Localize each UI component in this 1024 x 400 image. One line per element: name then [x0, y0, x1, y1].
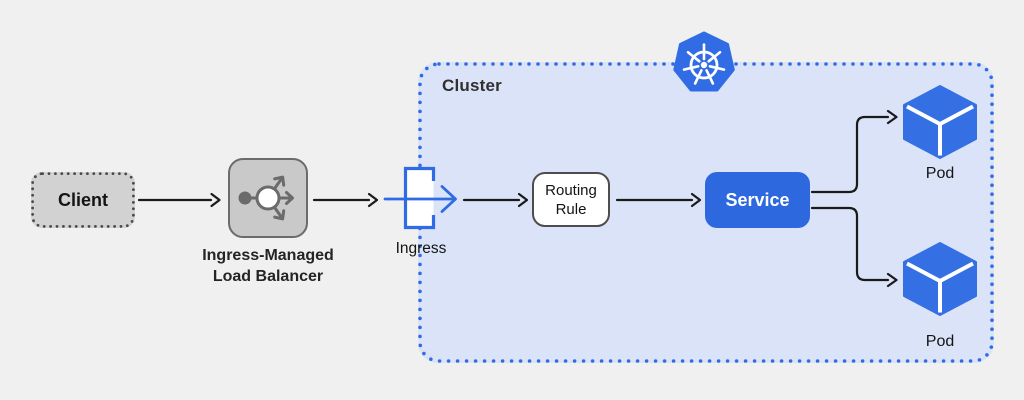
- routing-rule-label-line1: Routing: [545, 181, 597, 199]
- arrow-client-to-lb: [137, 192, 221, 208]
- service-node: Service: [705, 172, 810, 228]
- pod-bottom-label: Pod: [925, 333, 955, 350]
- client-dotted-border: [31, 172, 135, 228]
- service-label: Service: [725, 189, 790, 210]
- ingress-label: Ingress: [395, 240, 447, 257]
- pod-top-label: Pod: [925, 165, 955, 182]
- client-node: Client: [31, 172, 135, 228]
- load-balancer-icon: [238, 175, 294, 221]
- load-balancer-label-line2: Load Balancer: [212, 268, 324, 285]
- load-balancer-node: [228, 158, 308, 238]
- arrow-lb-to-ingress: [312, 192, 379, 208]
- client-label: Client: [57, 189, 108, 210]
- load-balancer-label: Ingress-Managed Load Balancer: [168, 245, 368, 287]
- cluster-label: Cluster: [442, 76, 502, 95]
- load-balancer-label-line1: Ingress-Managed: [202, 247, 334, 264]
- routing-rule-label-line2: Rule: [555, 200, 587, 218]
- routing-rule-node: Routing Rule: [532, 172, 610, 227]
